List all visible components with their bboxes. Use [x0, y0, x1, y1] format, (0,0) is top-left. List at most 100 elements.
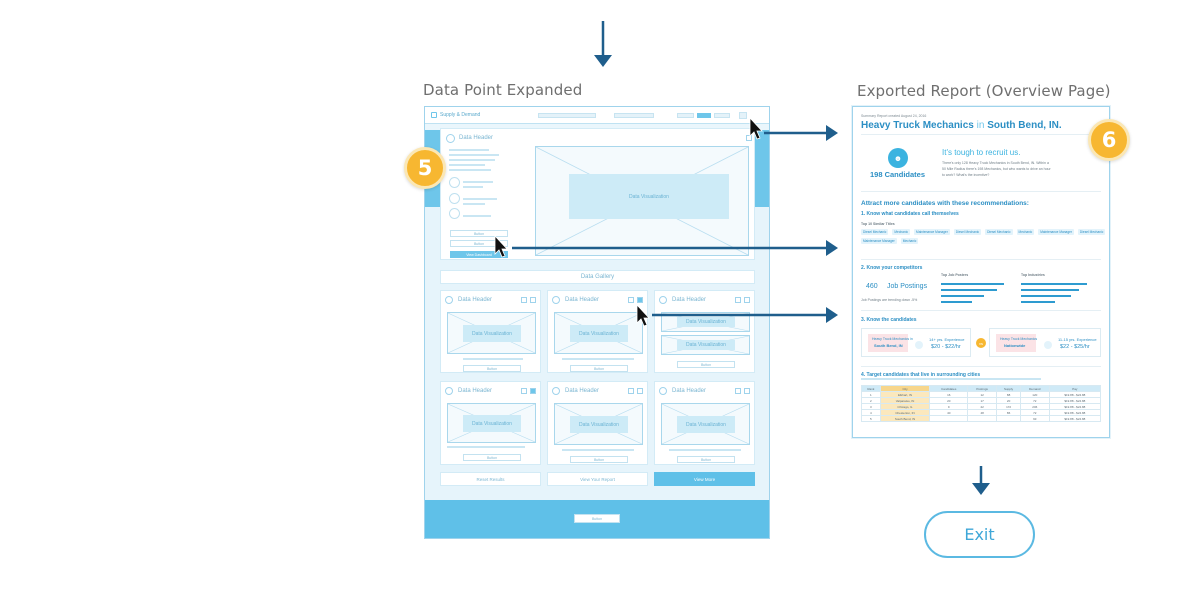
report-divider	[861, 191, 1101, 192]
view-dashboard-button[interactable]: View Dashboard	[450, 251, 508, 258]
title-tag: Mechanic	[1016, 229, 1035, 235]
list-icon[interactable]	[521, 297, 527, 303]
section-4-heading: 4. Target candidates that live in surrou…	[861, 372, 981, 378]
gallery-card-button[interactable]: Button	[677, 361, 735, 368]
gallery-card-5[interactable]: Data Header Data Visualization Button	[547, 381, 648, 465]
expand-icon[interactable]	[637, 388, 643, 394]
industry-bar-4	[1021, 301, 1055, 303]
gallery-card-caption	[463, 358, 523, 360]
gallery-card-button[interactable]: Button	[570, 456, 628, 463]
cand1-place: South Bend, IN	[874, 343, 903, 348]
expand-icon-active[interactable]	[530, 388, 536, 394]
wireframe-radius-select[interactable]	[677, 113, 694, 118]
gallery-visualization-label: Data Visualization	[570, 325, 628, 342]
table-row: 5 South Bend, IN 93 $19.88 - $24.88	[861, 415, 1102, 422]
cand1-title: Heavy Truck Mechanics in	[872, 337, 913, 341]
list-icon[interactable]	[628, 297, 634, 303]
expanded-card-text-lines	[449, 149, 499, 174]
logo-icon	[431, 112, 437, 118]
list-icon[interactable]	[521, 388, 527, 394]
gallery-placeholder: Data Visualization	[447, 403, 536, 443]
expand-icon-active[interactable]	[637, 297, 643, 303]
gallery-placeholder: Data Visualization	[447, 312, 536, 354]
gallery-card-3[interactable]: Data Header Data Visualization Data Visu…	[654, 290, 755, 373]
wireframe-menu-button[interactable]	[739, 112, 747, 119]
local-map-icon	[868, 334, 908, 352]
job-poster-bar-4	[941, 301, 972, 303]
job-poster-bar-1	[941, 283, 1004, 285]
reset-results-button[interactable]: Reset Results	[440, 472, 541, 486]
gallery-card-header: Data Header	[565, 297, 600, 303]
cand2-experience: 11-15 yrs. Experience	[1058, 337, 1097, 342]
gallery-card-caption	[562, 358, 634, 360]
exit-button[interactable]: Exit	[924, 511, 1035, 558]
cursor-icon	[749, 116, 763, 140]
list-icon[interactable]	[628, 388, 634, 394]
job-poster-bar-2	[941, 289, 997, 291]
candidates-people-icon: ☻	[888, 148, 908, 168]
section-1-subheading: Top 10 Similar Titles	[861, 222, 895, 226]
title-tag: Maintenance Manager	[861, 238, 897, 244]
wireframe-location-input[interactable]	[614, 113, 654, 118]
wireframe-top-bar: Supply & Demand	[425, 107, 769, 124]
table-header-row: Rank City Candidates Postings Supply Dem…	[861, 385, 1102, 392]
gallery-visualization-label: Data Visualization	[677, 416, 735, 433]
report-title: Heavy Truck Mechanics in South Bend, IN.	[861, 120, 1062, 131]
tough-body-line-3: to work? What's the incentive?	[942, 173, 990, 177]
gallery-card-button[interactable]: Button	[463, 365, 521, 372]
gallery-card-6[interactable]: Data Header Data Visualization Button	[654, 381, 755, 465]
title-tag: Mechanic	[900, 238, 919, 244]
reset-results-label: Reset Results	[476, 476, 505, 482]
gallery-card-button[interactable]: Button	[463, 454, 521, 461]
cursor-icon	[494, 234, 508, 258]
gallery-placeholder: Data Visualization	[554, 312, 643, 354]
title-tag: Maintenance Manager	[914, 229, 950, 235]
tough-body: There's only 128 Heavy Truck Mechanics i…	[942, 160, 1102, 178]
cand2-title: Heavy Truck Mechanics	[1000, 337, 1038, 341]
right-heading: Exported Report (Overview Page)	[857, 82, 1111, 100]
gallery-visualization-label: Data Visualization	[677, 317, 735, 327]
option-radio-3[interactable]	[449, 208, 460, 219]
gallery-card-1[interactable]: Data Header Data Visualization Button	[440, 290, 541, 373]
wireframe-button-1[interactable]: Button	[450, 230, 508, 237]
wireframe-filter-button[interactable]	[714, 113, 730, 118]
data-gallery-label: Data Gallery	[580, 274, 615, 280]
close-icon[interactable]	[746, 135, 752, 141]
gallery-card-4[interactable]: Data Header Data Visualization Button	[440, 381, 541, 465]
list-icon[interactable]	[735, 297, 741, 303]
view-more-button[interactable]: View More	[654, 472, 755, 486]
expand-icon[interactable]	[530, 297, 536, 303]
step-5-badge: 5	[404, 147, 446, 189]
cand2-place: Nationwide	[1004, 343, 1026, 348]
table-cell	[967, 415, 998, 422]
step-6-badge: 6	[1088, 119, 1130, 161]
gallery-placeholder-bottom: Data Visualization	[661, 335, 750, 355]
industry-bar-1	[1021, 283, 1087, 285]
wireframe-search-button[interactable]	[697, 113, 711, 118]
cand1-pay: $20 - $22/hr	[931, 344, 961, 350]
cand1-experience: 14+ yrs. Experience	[929, 337, 965, 342]
report-meta: Summary Report created August 24, 2016	[861, 114, 927, 118]
gallery-card-caption	[562, 449, 634, 451]
wireframe-search-input[interactable]	[538, 113, 596, 118]
data-header-icon	[445, 387, 453, 395]
gallery-card-button[interactable]: Button	[570, 365, 628, 372]
list-icon[interactable]	[735, 388, 741, 394]
gallery-card-header: Data Header	[672, 388, 707, 394]
report-divider	[861, 366, 1101, 367]
gallery-card-2[interactable]: Data Header Data Visualization Button	[547, 290, 648, 373]
title-tag: Maintenance Manager	[1038, 229, 1074, 235]
expand-icon[interactable]	[744, 388, 750, 394]
gallery-placeholder: Data Visualization	[554, 403, 643, 445]
tough-body-line-1: There's only 128 Heavy Truck Mechanics i…	[942, 161, 1049, 165]
expand-icon[interactable]	[744, 297, 750, 303]
view-your-report-button[interactable]: View Your Report	[547, 472, 648, 486]
report-title-in: in	[976, 120, 985, 131]
tough-heading: It's tough to recruit us.	[942, 148, 1021, 157]
option-radio-2[interactable]	[449, 193, 460, 204]
section-3-heading: 3. Know the candidates	[861, 317, 917, 323]
footer-button[interactable]: Button	[574, 514, 620, 523]
wireframe-button-2[interactable]: Button	[450, 240, 508, 247]
gallery-card-button[interactable]: Button	[677, 456, 735, 463]
option-radio-1[interactable]	[449, 177, 460, 188]
